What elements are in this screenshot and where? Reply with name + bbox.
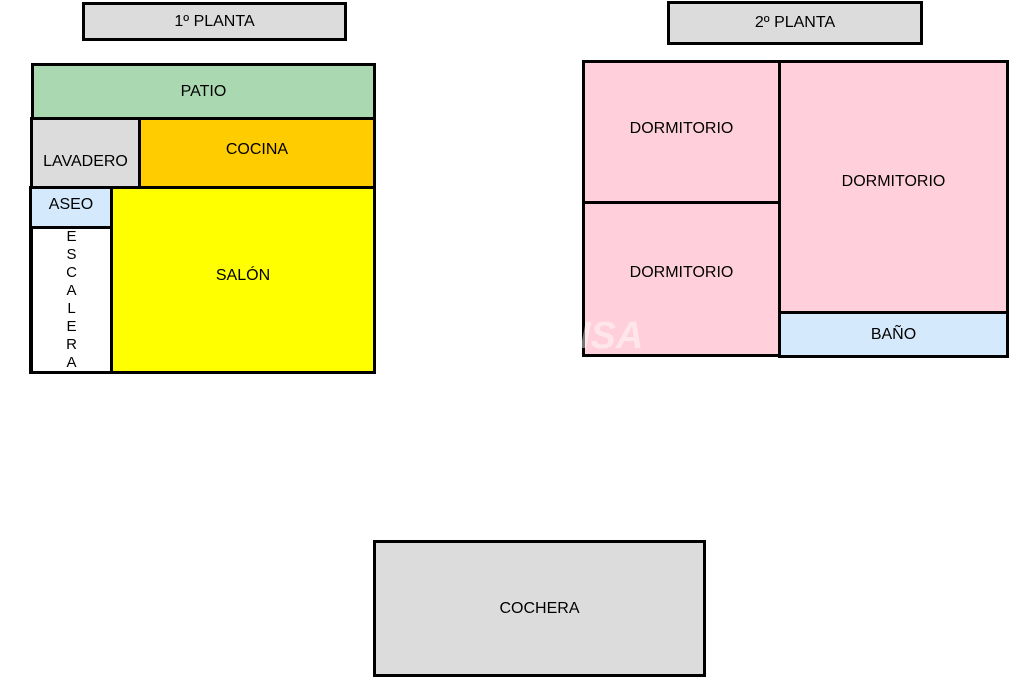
room-dormitorio-1-label: DORMITORIO <box>629 120 734 137</box>
room-salon: SALÓN <box>110 186 376 374</box>
room-cochera: COCHERA <box>373 540 706 677</box>
floor1-title: 1º PLANTA <box>82 2 347 41</box>
floor2-title-text: 2º PLANTA <box>754 14 836 31</box>
floor2-title: 2º PLANTA <box>667 1 923 45</box>
room-aseo-label: ASEO <box>48 196 94 213</box>
room-cocina: COCINA <box>138 117 376 189</box>
room-cocina-label: COCINA <box>225 141 289 158</box>
room-patio-label: PATIO <box>180 82 227 100</box>
room-dormitorio-3: DORMITORIO <box>778 60 1009 314</box>
room-dormitorio-3-label: DORMITORIO <box>841 173 946 190</box>
watermark: ISA <box>580 315 644 357</box>
room-dormitorio-2: DORMITORIO <box>582 201 781 357</box>
room-salon-label: SALÓN <box>215 267 271 284</box>
room-escalera-label: ESCALERA <box>63 228 80 372</box>
room-bano: BAÑO <box>778 311 1009 358</box>
floor1-title-text: 1º PLANTA <box>174 12 255 30</box>
room-lavadero: LAVADERO <box>30 117 141 189</box>
room-dormitorio-2-label: DORMITORIO <box>629 264 734 281</box>
room-dormitorio-1: DORMITORIO <box>582 60 781 204</box>
room-escalera: ESCALERA <box>29 226 113 374</box>
room-lavadero-label: LAVADERO <box>43 153 128 170</box>
room-patio: PATIO <box>31 63 376 120</box>
room-bano-label: BAÑO <box>870 325 917 343</box>
room-aseo: ASEO <box>29 186 113 229</box>
room-cochera-label: COCHERA <box>499 599 580 617</box>
